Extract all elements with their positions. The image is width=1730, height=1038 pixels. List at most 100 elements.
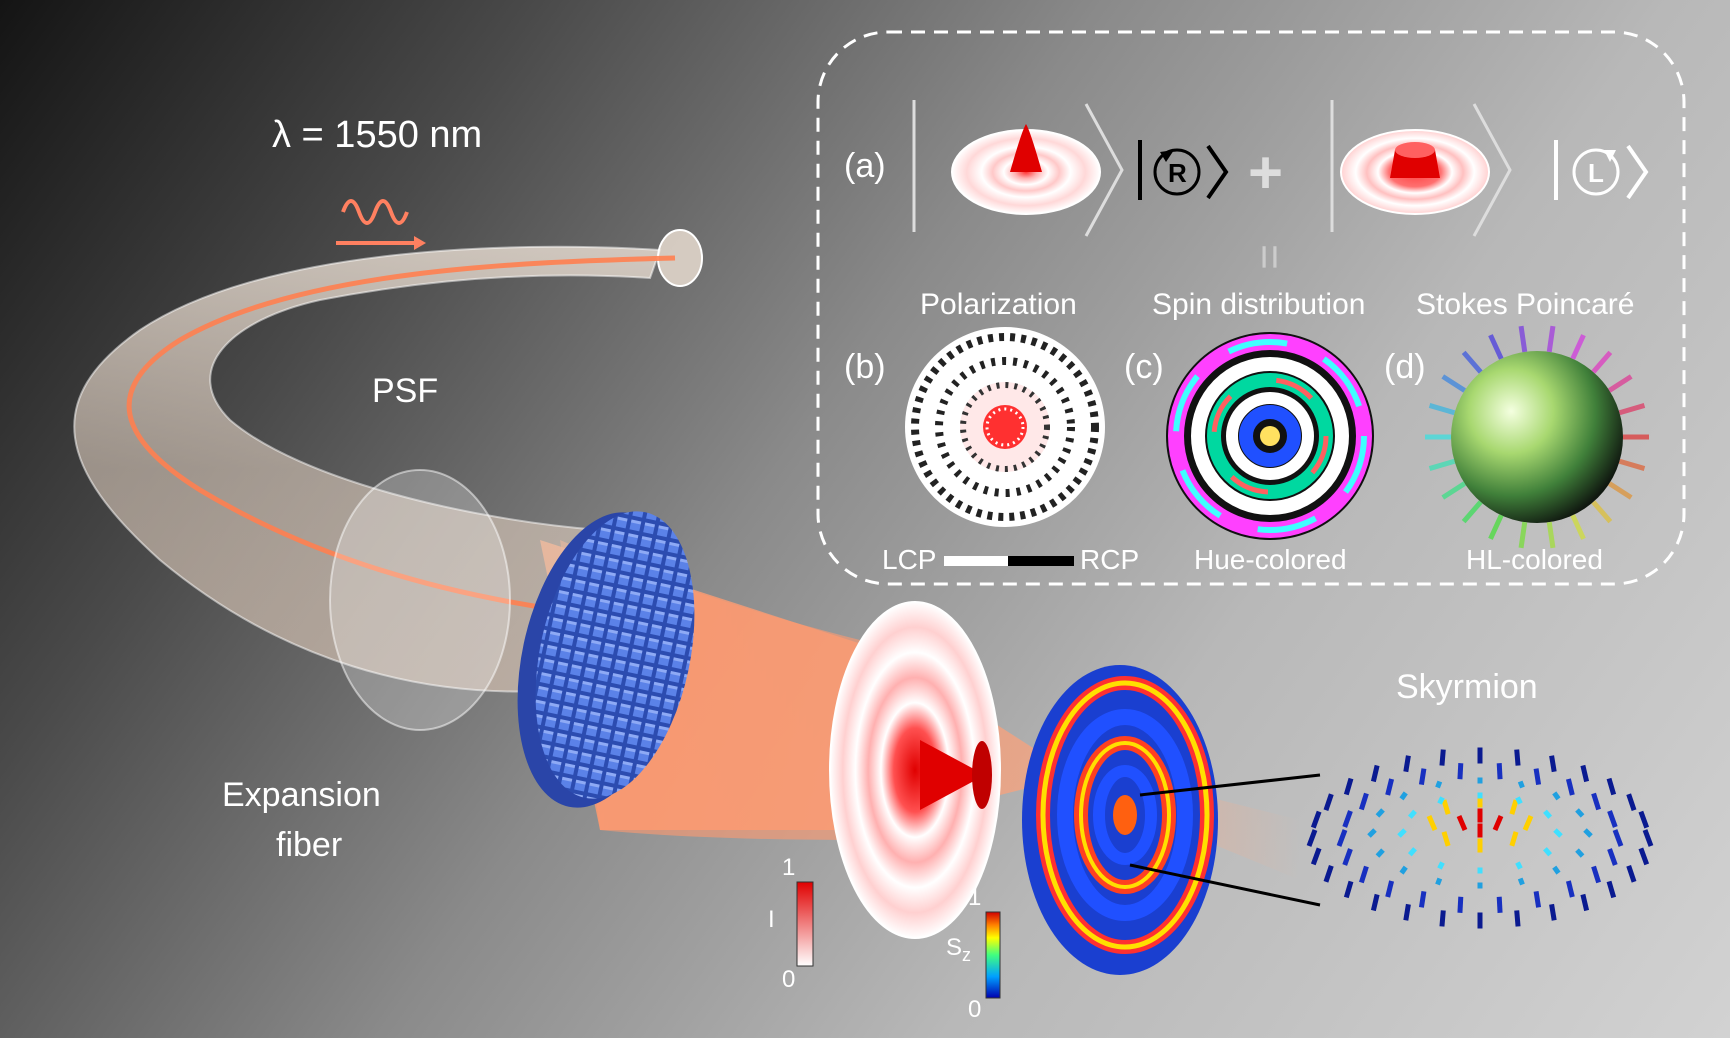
sz-colorbar xyxy=(986,912,1000,998)
stokes-arrow xyxy=(1609,376,1631,390)
skyrmion-arrow xyxy=(1345,849,1351,865)
skyrmion-arrow xyxy=(1406,756,1409,772)
skyrmion-arrow xyxy=(1309,830,1315,846)
input-wave-icon xyxy=(336,201,426,250)
skyrmion-arrow xyxy=(1629,794,1634,810)
skyrmion-arrow xyxy=(1629,866,1634,882)
skyrmion-arrow xyxy=(1361,794,1366,810)
plus-sign: + xyxy=(1248,138,1283,207)
skyrmion-arrow xyxy=(1536,891,1538,907)
sz-symbol-main: S xyxy=(946,934,962,961)
skyrmion-arrow xyxy=(1583,895,1587,911)
heading-spin-distribution: Spin distribution xyxy=(1152,288,1365,322)
rcp-label: RCP xyxy=(1080,544,1139,576)
skyrmion-arrow xyxy=(1410,849,1415,855)
skyrmion-arrow xyxy=(1641,848,1647,864)
skyrmion-arrow xyxy=(1555,830,1561,836)
psf-label: PSF xyxy=(372,372,438,411)
skyrmion-arrow xyxy=(1499,763,1500,779)
skyrmion-arrow xyxy=(1518,798,1521,804)
sz-distribution-disc xyxy=(1022,665,1218,975)
expansion-fiber-label-2: fiber xyxy=(276,826,342,865)
sz-min-label: 0 xyxy=(968,996,981,1024)
stokes-arrow xyxy=(1573,335,1584,359)
stokes-arrow xyxy=(1609,483,1631,497)
skyrmion-arrow xyxy=(1583,765,1587,781)
skyrmion-label: Skyrmion xyxy=(1396,668,1538,707)
intensity-colorbar xyxy=(797,882,813,966)
ket-l-letter: L xyxy=(1588,158,1604,189)
stokes-arrow xyxy=(1443,376,1465,390)
skyrmion-arrow xyxy=(1577,810,1583,816)
skyrmion-arrow xyxy=(1399,830,1405,836)
skyrmion-arrow xyxy=(1444,832,1448,846)
skyrmion-arrow xyxy=(1346,881,1351,897)
skyrmion-vector-field xyxy=(1309,748,1651,929)
skyrmion-arrow xyxy=(1421,769,1423,785)
intensity-min-label: 0 xyxy=(782,966,795,994)
panel-d-label: (d) xyxy=(1384,348,1426,387)
skyrmion-arrow xyxy=(1373,765,1377,781)
heading-polarization: Polarization xyxy=(920,288,1077,322)
stokes-arrow xyxy=(1430,461,1455,468)
stokes-arrow xyxy=(1593,352,1610,372)
stokes-arrow xyxy=(1549,326,1553,352)
intensity-max-label: 1 xyxy=(782,854,795,882)
hl-colored-label: HL-colored xyxy=(1466,544,1603,576)
skyrmion-arrow xyxy=(1512,800,1516,814)
skyrmion-arrow xyxy=(1577,850,1583,856)
hue-colored-label: Hue-colored xyxy=(1194,544,1347,576)
stokes-arrow xyxy=(1443,483,1465,497)
skyrmion-arrow xyxy=(1545,811,1550,817)
skyrmion-arrow xyxy=(1377,810,1383,816)
stokes-arrow xyxy=(1464,352,1481,372)
lcp-rcp-bar xyxy=(944,556,1074,566)
skyrmion-arrow xyxy=(1388,881,1392,897)
skyrmion-arrow xyxy=(1609,881,1614,897)
ket-r-letter: R xyxy=(1168,158,1187,189)
expansion-fiber-label-1: Expansion xyxy=(222,776,381,815)
stokes-arrow xyxy=(1620,461,1645,468)
stokes-arrow xyxy=(1573,515,1584,539)
skyrmion-arrow xyxy=(1388,779,1392,795)
skyrmion-arrow xyxy=(1429,816,1435,830)
skyrmion-arrow xyxy=(1410,811,1415,817)
skyrmion-arrow xyxy=(1438,781,1440,787)
heading-stokes-poincare: Stokes Poincaré xyxy=(1416,288,1634,322)
skyrmion-arrow xyxy=(1517,910,1518,926)
skyrmion-arrow xyxy=(1459,816,1465,830)
skyrmion-arrow xyxy=(1440,862,1443,868)
skyrmion-arrow xyxy=(1518,862,1521,868)
skyrmion-arrow xyxy=(1377,850,1383,856)
skyrmion-arrow xyxy=(1339,830,1345,846)
skyrmion-arrow xyxy=(1585,830,1591,836)
equals-sign: = xyxy=(1244,244,1294,270)
skyrmion-arrow xyxy=(1313,812,1319,828)
skyrmion-arrow xyxy=(1438,879,1440,885)
skyrmion-arrow xyxy=(1402,793,1406,799)
skyrmion-arrow xyxy=(1520,781,1522,787)
skyrmion-arrow xyxy=(1554,867,1558,873)
spin-distribution-rings xyxy=(1166,332,1374,540)
skyrmion-arrow xyxy=(1610,811,1616,827)
skyrmion-arrow xyxy=(1594,794,1599,810)
skyrmion-arrow xyxy=(1525,816,1531,830)
panel-a-label: (a) xyxy=(844,147,886,186)
skyrmion-arrow xyxy=(1609,779,1614,795)
skyrmion-arrow xyxy=(1495,816,1501,830)
skyrmion-arrow xyxy=(1326,794,1331,810)
skyrmion-arrow xyxy=(1402,867,1406,873)
skyrmion-arrow xyxy=(1313,848,1319,864)
skyrmion-arrow xyxy=(1610,849,1616,865)
skyrmion-arrow xyxy=(1536,769,1538,785)
skyrmion-arrow xyxy=(1361,866,1366,882)
skyrmion-arrow xyxy=(1545,849,1550,855)
skyrmion-arrow xyxy=(1641,812,1647,828)
skyrmion-arrow xyxy=(1442,750,1443,766)
stokes-arrow xyxy=(1464,502,1481,522)
stokes-arrow xyxy=(1620,405,1645,412)
stokes-arrow xyxy=(1593,502,1610,522)
stokes-arrow xyxy=(1430,405,1455,412)
stokes-arrow xyxy=(1490,515,1501,539)
skyrmion-arrow xyxy=(1512,832,1516,846)
